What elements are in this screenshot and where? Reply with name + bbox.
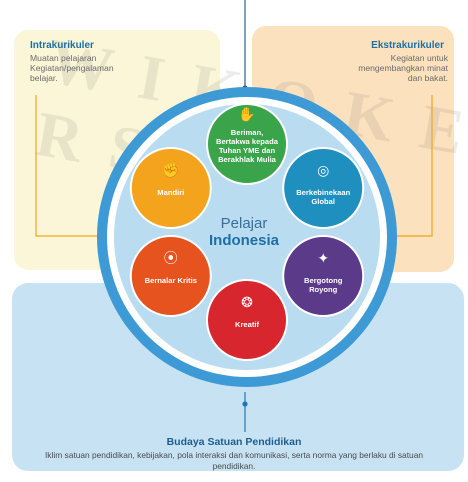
dimension-label-6: Mandiri <box>157 188 185 197</box>
dimension-node-2 <box>282 147 365 229</box>
ekstrakurikuler-title: Ekstrakurikuler <box>371 40 444 51</box>
budaya-description: Iklim satuan pendidikan, kebijakan, pola… <box>44 450 424 471</box>
dimension-node-4 <box>206 279 288 361</box>
budaya-title: Budaya Satuan Pendidikan <box>166 436 302 448</box>
intrakurikuler-title: Intrakurikuler <box>30 40 94 51</box>
dimension-label-2: Berkebinekaan Global <box>296 188 351 206</box>
center-title: Pelajar <box>220 215 268 232</box>
dimension-node-1 <box>206 103 288 185</box>
dimension-label-1: Beriman, Bertakwa kepada Tuhan YME dan B… <box>215 128 279 164</box>
dimension-label-4: Kreatif <box>234 320 260 329</box>
intrakurikuler-description: Muatan pelajaran Kegiatan/pengalaman bel… <box>30 53 114 83</box>
dimension-label-5: Bernalar Kritis <box>144 276 197 285</box>
globe-icon: ◎ <box>317 162 330 178</box>
ekstrakurikuler-description: Kegiatan untuk mengembangkan minat dan b… <box>358 53 448 83</box>
dimension-node-5 <box>129 235 212 317</box>
dimension-label-3: Bergotong Royong <box>304 276 343 294</box>
brain-icon: ⦿ <box>163 250 178 266</box>
lightbulb-icon: ❂ <box>241 294 253 310</box>
center-subtitle: Indonesia <box>208 232 279 249</box>
praying-hands-icon: ✋ <box>238 106 256 122</box>
dimension-node-6 <box>129 147 212 229</box>
connector-bottom-dot <box>242 401 248 407</box>
cooperation-icon: ✦ <box>317 250 330 266</box>
fist-icon: ✊ <box>162 162 180 178</box>
dimension-node-3 <box>282 235 365 317</box>
